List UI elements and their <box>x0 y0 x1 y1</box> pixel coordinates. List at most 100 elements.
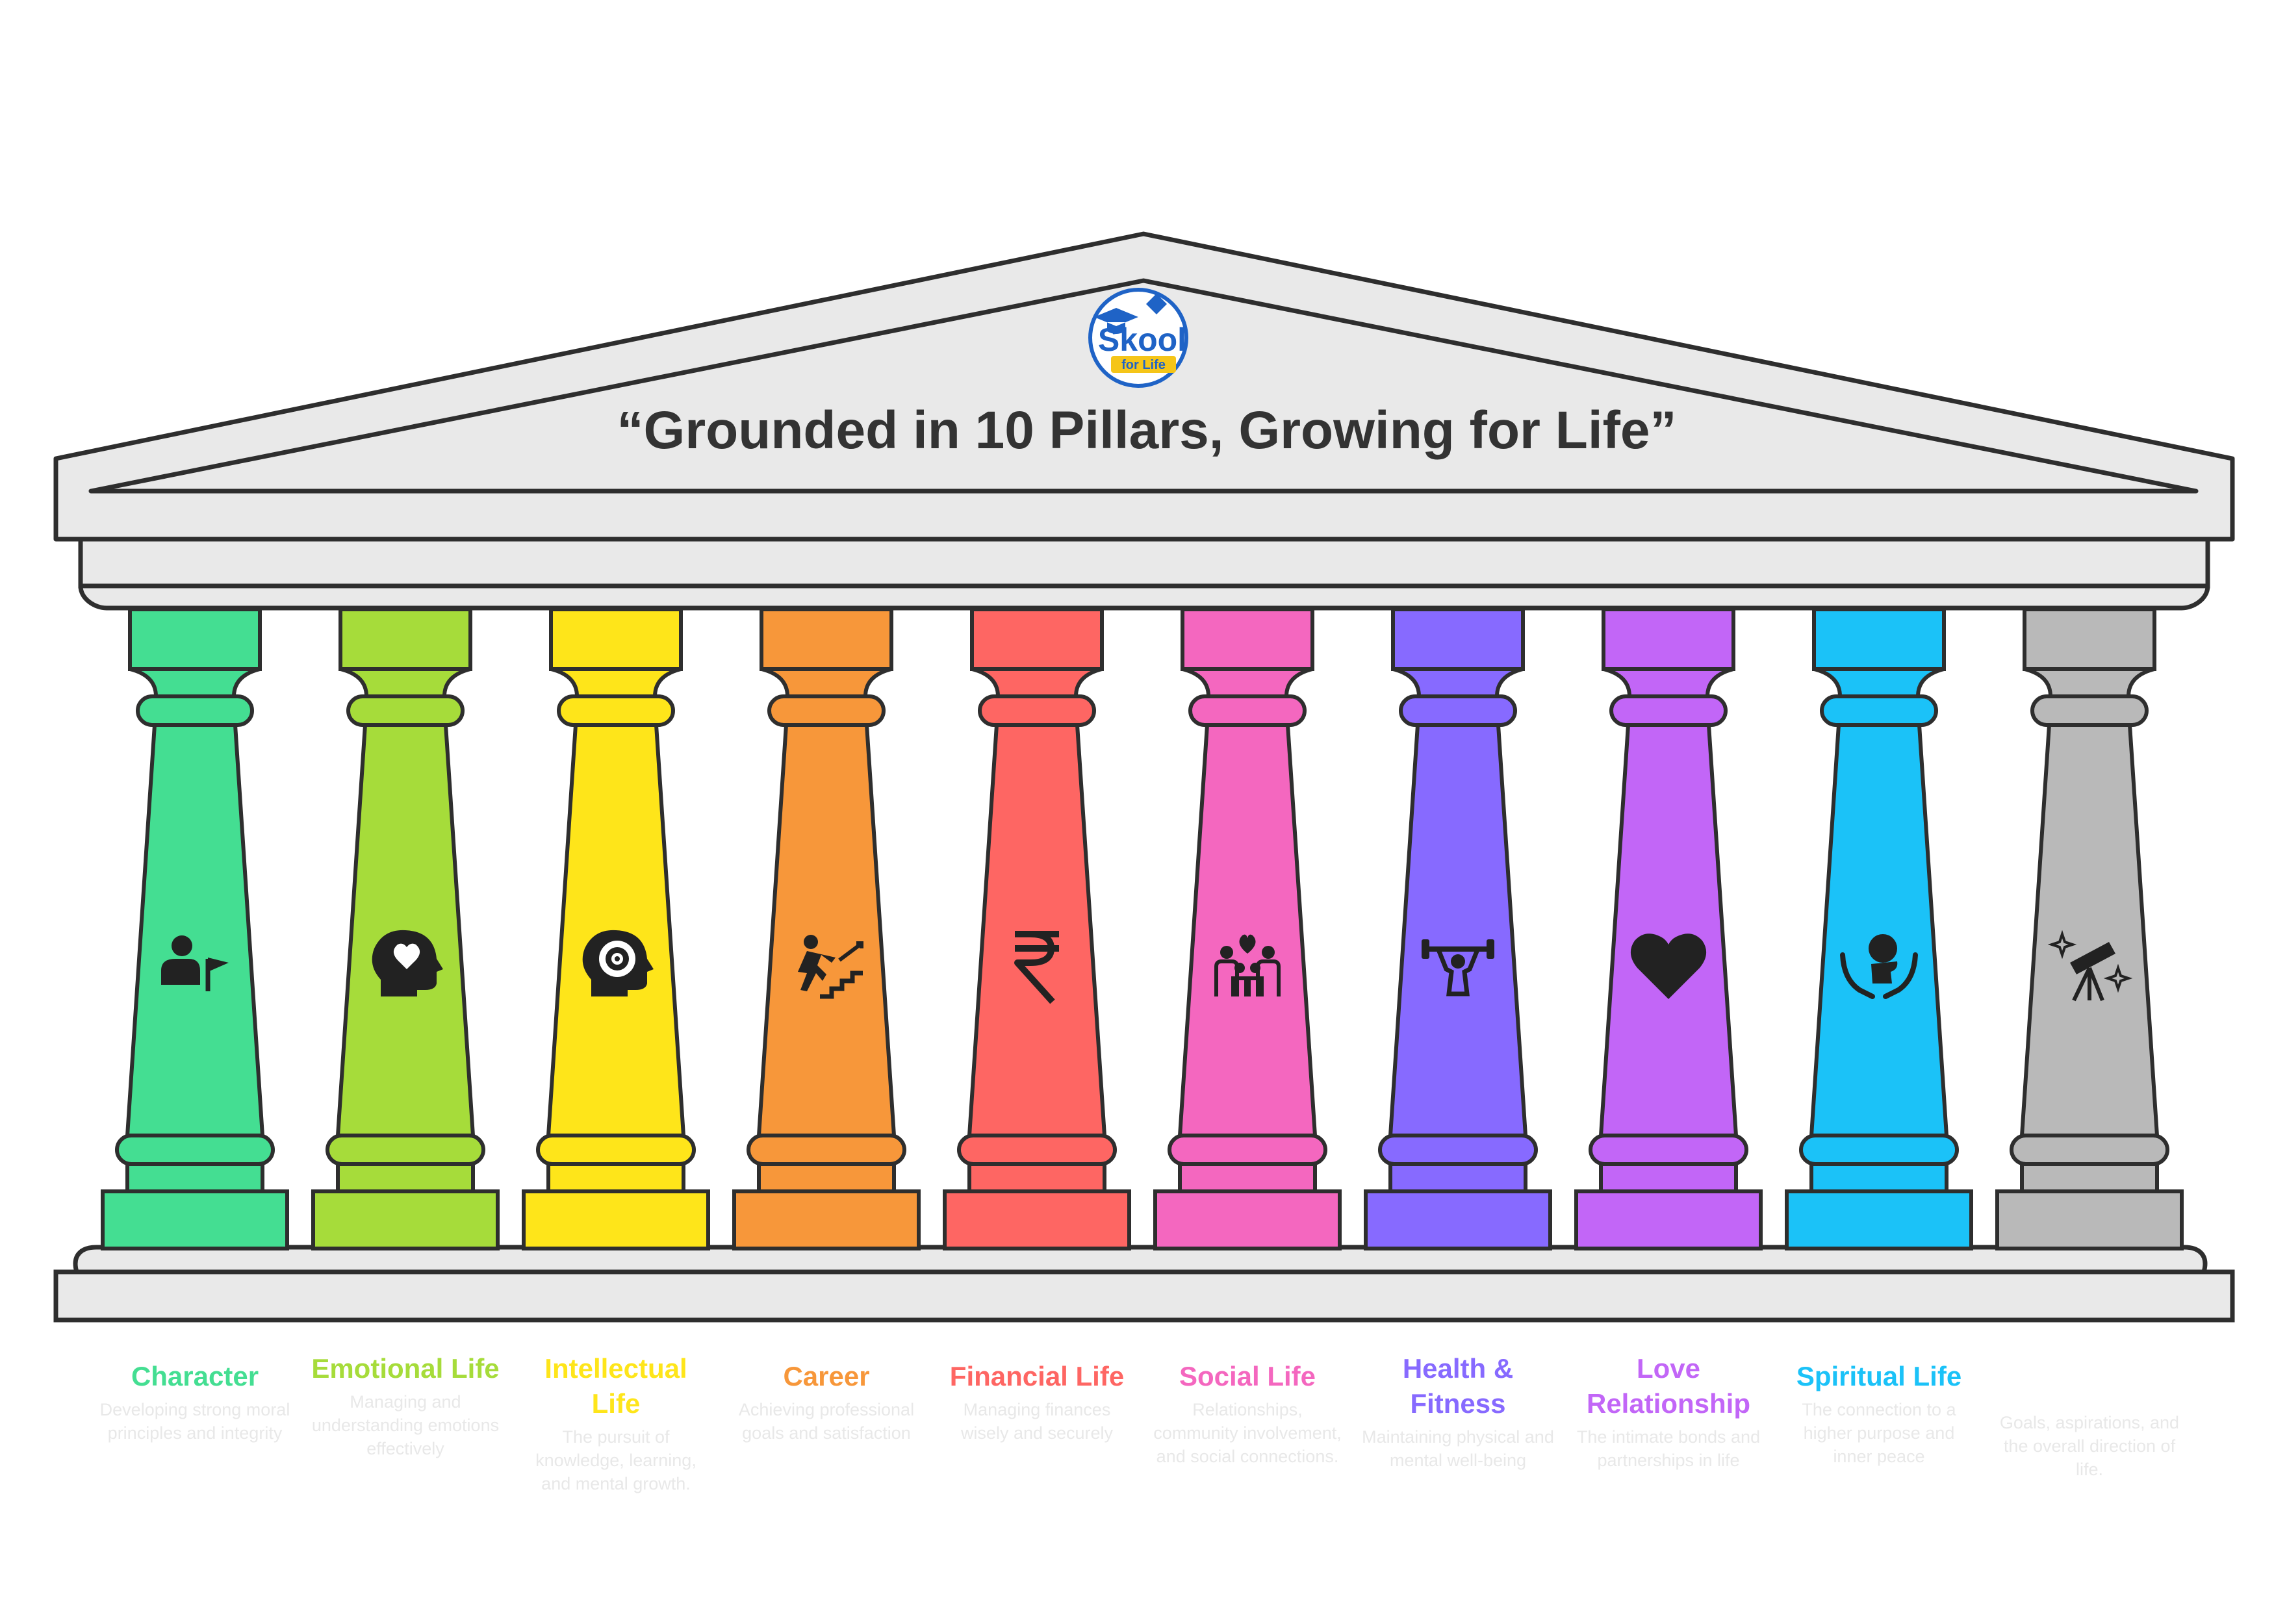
pillar-plinth <box>1364 1189 1552 1250</box>
pillar-shaft <box>1388 723 1528 1137</box>
logo: Skool for Life <box>1088 288 1188 388</box>
pillar-lower-ring <box>115 1134 275 1166</box>
pillar-neck <box>340 667 471 698</box>
pillar-neck <box>761 667 892 698</box>
pillar-capital <box>1812 607 1946 671</box>
pillar-2 <box>311 607 500 1250</box>
pillar-lower-ring <box>957 1134 1117 1166</box>
pillar-label-10: Goals, aspirations, and the overall dire… <box>1992 1359 2187 1481</box>
logo-main-text: Skool <box>1098 322 1186 358</box>
pillar-base-upper <box>1388 1162 1527 1193</box>
pillar-description: Managing finances wisely and securely <box>960 1400 1114 1443</box>
pillar-description: Relationships, community involvement, an… <box>1153 1400 1342 1466</box>
pillar-upper-ring <box>136 694 254 727</box>
graduation-cap-kite-icon <box>1094 294 1167 334</box>
pillar-neck <box>550 667 682 698</box>
pillar-upper-ring <box>767 694 886 727</box>
pillar-description: The intimate bonds and partnerships in l… <box>1576 1427 1761 1470</box>
pillar-upper-ring <box>346 694 465 727</box>
logo-sub-text: for Life <box>1121 358 1166 372</box>
person-flag-icon <box>161 935 229 991</box>
pillar-neck <box>129 667 261 698</box>
pillar-lower-ring <box>2010 1134 2169 1166</box>
pillar-1 <box>101 607 289 1250</box>
pillar-shaft <box>1598 723 1739 1137</box>
pillar-upper-ring <box>1820 694 1938 727</box>
entablature-cornice <box>78 583 2210 611</box>
pillar-capital <box>970 607 1104 671</box>
pillar-description: The pursuit of knowledge, learning, and … <box>535 1427 696 1493</box>
pillar-description: Developing strong moral principles and i… <box>99 1400 290 1443</box>
weightlifter-icon <box>1422 939 1494 996</box>
pillar-description: Managing and understanding emotions effe… <box>311 1392 500 1458</box>
pillar-shaft <box>1809 723 1949 1137</box>
pillar-description: The connection to a higher purpose and i… <box>1802 1400 1956 1466</box>
pillar-shaft <box>756 723 897 1137</box>
pillar-9 <box>1785 607 1973 1250</box>
pillar-upper-ring <box>1188 694 1307 727</box>
pillar-upper-ring <box>1399 694 1517 727</box>
pillar-capital <box>549 607 683 671</box>
pillar-neck <box>1813 667 1945 698</box>
pillar-lower-ring <box>1589 1134 1748 1166</box>
hands-head-icon <box>1840 934 1918 999</box>
pillar-plinth <box>522 1189 710 1250</box>
head-target-icon <box>582 930 654 996</box>
pillar-capital <box>1181 607 1314 671</box>
family-heart-icon <box>1214 934 1281 996</box>
pillar-neck <box>1392 667 1524 698</box>
pillar-base-upper <box>1599 1162 1738 1193</box>
pillar-plinth <box>1153 1189 1342 1250</box>
heart-icon <box>1630 933 1707 999</box>
pillar-title: Health & Fitness <box>1402 1353 1514 1419</box>
pillar-base-upper <box>546 1162 685 1193</box>
pillar-description: Goals, aspirations, and the overall dire… <box>1999 1413 2180 1479</box>
head-heart-icon <box>372 930 443 996</box>
pillar-lower-ring <box>1799 1134 1959 1166</box>
pillar-plinth <box>101 1189 289 1250</box>
rupee-icon <box>1014 931 1059 1004</box>
pillar-neck <box>1182 667 1313 698</box>
pillar-plinth <box>311 1189 500 1250</box>
pillar-3 <box>522 607 710 1250</box>
pillar-10 <box>1995 607 2184 1250</box>
pillar-base-upper <box>125 1162 264 1193</box>
pillar-title: Social Life <box>1179 1361 1316 1391</box>
pillar-title: Emotional Life <box>311 1353 500 1384</box>
pillar-upper-ring <box>1609 694 1728 727</box>
pillar-base-upper <box>336 1162 475 1193</box>
pillar-plinth <box>1995 1189 2184 1250</box>
base-top <box>73 1245 2208 1275</box>
person-climbing-stairs-icon <box>798 935 863 999</box>
pillar-description: Maintaining physical and mental well-bei… <box>1362 1427 1554 1470</box>
pillar-neck <box>1603 667 1734 698</box>
pillar-capital <box>2023 607 2156 671</box>
pillar-base-upper <box>1178 1162 1317 1193</box>
pillar-plinth <box>1574 1189 1763 1250</box>
pillar-5 <box>943 607 1131 1250</box>
pillar-base-upper <box>1809 1162 1948 1193</box>
pillar-title: Career <box>783 1361 870 1391</box>
pillar-upper-ring <box>557 694 675 727</box>
pillar-description: Achieving professional goals and satisfa… <box>738 1400 915 1443</box>
base-slab <box>53 1269 2235 1323</box>
pillar-title: Love Relationship <box>1586 1353 1751 1419</box>
pillar-shaft <box>967 723 1107 1137</box>
pillar-capital <box>1602 607 1735 671</box>
pillar-shaft <box>2019 723 2160 1137</box>
pillar-lower-ring <box>326 1134 485 1166</box>
pillar-neck <box>2024 667 2155 698</box>
pillar-title: Financial Life <box>949 1361 1125 1391</box>
pillar-lower-ring <box>747 1134 906 1166</box>
pillar-shaft <box>125 723 265 1137</box>
pillar-base-upper <box>967 1162 1106 1193</box>
pillar-upper-ring <box>978 694 1096 727</box>
pillar-plinth <box>943 1189 1131 1250</box>
pillar-7 <box>1364 607 1552 1250</box>
